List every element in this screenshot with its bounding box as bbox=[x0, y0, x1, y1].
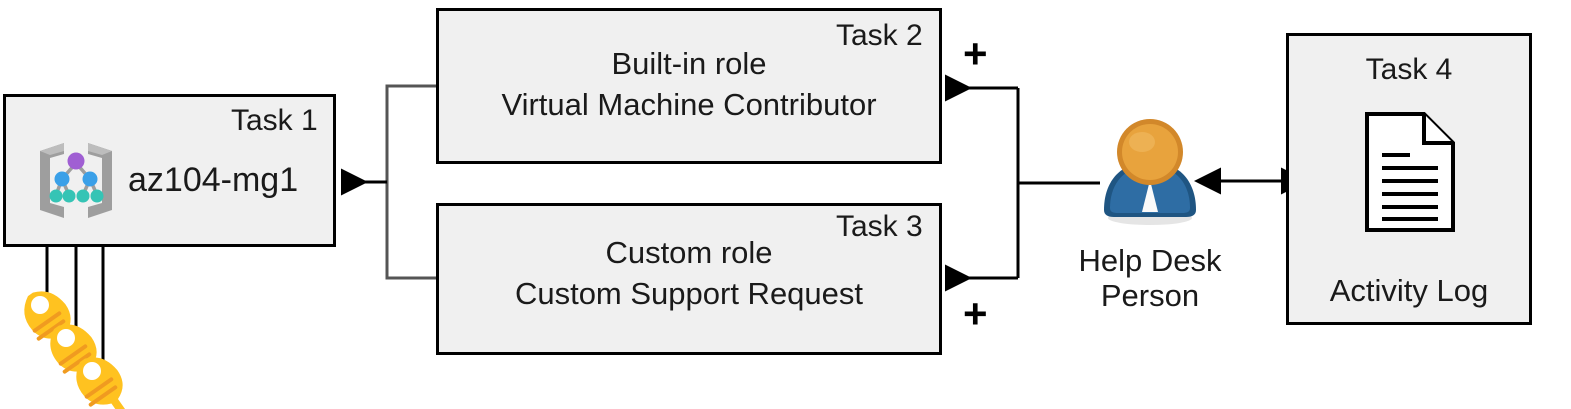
person-caption-line2: Person bbox=[1100, 277, 1200, 313]
user-icon bbox=[1098, 114, 1202, 226]
task2-box[interactable] bbox=[436, 8, 942, 164]
task4-caption: Activity Log bbox=[1329, 273, 1489, 308]
person-caption: Help Desk Person bbox=[1050, 243, 1250, 313]
task4-label: Task 4 bbox=[1365, 53, 1453, 86]
plus-operator-bottom: + bbox=[963, 290, 988, 337]
plus-operator-top: + bbox=[963, 30, 988, 77]
task1-label: Task 1 bbox=[231, 104, 318, 137]
task2-line1: Built-in role bbox=[611, 46, 767, 81]
task3-box[interactable] bbox=[436, 203, 942, 355]
task2-line2: Virtual Machine Contributor bbox=[501, 87, 877, 122]
task3-label: Task 3 bbox=[836, 210, 923, 243]
management-group-icon bbox=[30, 137, 122, 222]
document-icon bbox=[1362, 110, 1458, 234]
connector-tasks-to-task1 bbox=[341, 84, 436, 280]
key-icon bbox=[76, 357, 137, 409]
task3-line1: Custom role bbox=[605, 235, 773, 270]
task2-label: Task 2 bbox=[836, 19, 923, 52]
key-icon-group bbox=[18, 282, 137, 409]
person-caption-line1: Help Desk bbox=[1078, 243, 1222, 278]
task1-box[interactable] bbox=[3, 94, 336, 247]
task1-text: az104-mg1 bbox=[128, 161, 299, 199]
task3-line2: Custom Support Request bbox=[514, 276, 864, 311]
